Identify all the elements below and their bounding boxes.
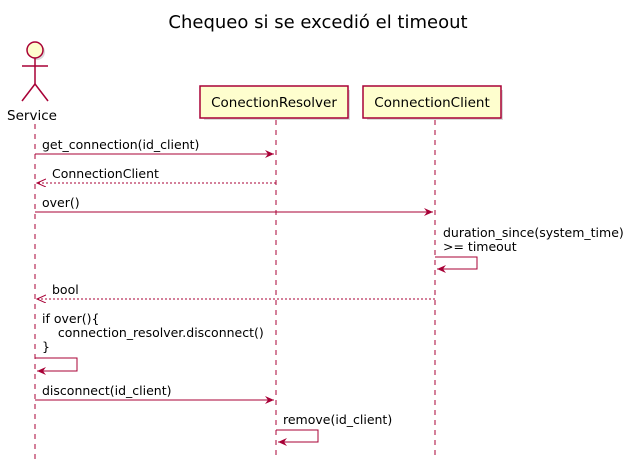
actor-service: Service	[7, 41, 57, 124]
participant-connection-client: ConnectionClient	[362, 85, 503, 120]
message-disconnect: disconnect(id_client)	[35, 383, 274, 404]
message-label: >= timeout	[443, 239, 517, 254]
participant-conection-resolver: ConectionResolver	[199, 85, 350, 120]
message-label: duration_since(system_time)	[443, 225, 624, 240]
message-label: if over(){	[42, 311, 99, 326]
actor-label: Service	[7, 108, 57, 124]
message-duration-since: duration_since(system_time) >= timeout	[435, 225, 624, 273]
actor-head-icon	[26, 41, 44, 59]
message-label: over()	[42, 195, 80, 210]
message-over: over()	[35, 195, 433, 216]
diagram-title: Chequeo si se excedió el timeout	[168, 12, 467, 33]
participant-label: ConectionResolver	[211, 95, 337, 111]
message-get-connection: get_connection(id_client)	[35, 137, 274, 158]
message-label: remove(id_client)	[283, 412, 392, 427]
message-return-bool: bool	[37, 282, 435, 299]
message-label: disconnect(id_client)	[42, 383, 172, 398]
message-remove: remove(id_client)	[276, 412, 392, 446]
message-label: ConnectionClient	[52, 166, 159, 181]
message-label: get_connection(id_client)	[42, 137, 199, 152]
message-label: connection_resolver.disconnect()	[42, 325, 264, 340]
participant-label: ConnectionClient	[374, 95, 489, 111]
message-label: }	[42, 339, 50, 354]
actor-body-icon	[21, 58, 49, 102]
message-return-connection-client: ConnectionClient	[37, 166, 276, 183]
message-label: bool	[52, 282, 79, 297]
message-if-over: if over(){ connection_resolver.disconnec…	[35, 311, 264, 375]
